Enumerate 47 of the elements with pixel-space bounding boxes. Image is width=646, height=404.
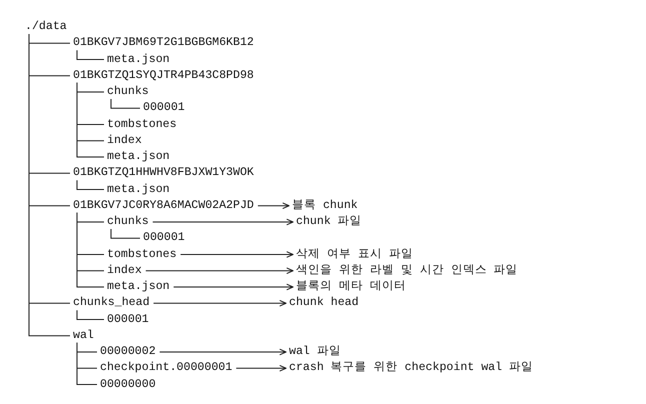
tree-line: [76, 342, 98, 385]
arrow: [159, 348, 286, 356]
tree-entry-label: ./data: [25, 20, 67, 34]
tree-entry-label: 00000000: [100, 378, 156, 392]
annotation-text: crash 복구를 위한 checkpoint wal 파일: [289, 361, 534, 376]
tree-entry-label: meta.json: [107, 150, 170, 164]
tree-entry-label: chunks: [107, 215, 149, 229]
tree-entry-label: chunks_head: [73, 296, 150, 310]
arrow: [153, 300, 286, 307]
tree-entry-label: meta.json: [107, 182, 170, 196]
tree-entry-label: meta.json: [107, 52, 170, 66]
tree-entry-label: 01BKGTZQ1HHWHV8FBJXW1Y3WOK: [73, 166, 254, 180]
arrow: [180, 251, 294, 258]
tree-line: [76, 212, 104, 288]
tree-entry-label: 01BKGV7JBM69T2G1BGBGM6KB12: [73, 36, 254, 50]
arrow: [257, 202, 290, 210]
tree-line: [76, 180, 104, 190]
tree-entry-label: tombstones: [107, 118, 177, 132]
tree-entry-label: meta.json: [107, 280, 170, 294]
annotation-text: wal 파일: [289, 345, 341, 359]
annotation-text: 블록의 메타 데이터: [296, 280, 406, 294]
annotation-text: 삭제 여부 표시 파일: [296, 248, 413, 262]
tree-entry-label: checkpoint.00000001: [100, 361, 232, 376]
tree-entry-label: 000001: [143, 231, 185, 246]
tree-line: [76, 310, 104, 320]
annotation-text: 색인을 위한 라벨 및 시간 인덱스 파일: [296, 264, 518, 278]
tree-entry-label: index: [107, 134, 142, 148]
tree-entry-label: 00000002: [100, 345, 156, 359]
arrow: [145, 267, 294, 274]
arrow: [173, 284, 294, 290]
tree-entry-label: 01BKGV7JC0RY8A6MACW02A2PJD: [73, 198, 254, 213]
tree-entry-label: index: [107, 264, 142, 278]
annotation-text: chunk head: [289, 296, 359, 310]
arrow: [152, 218, 294, 226]
tree-entry-label: wal: [73, 328, 94, 343]
tree-line: [76, 50, 104, 60]
tree-entry-label: 000001: [107, 312, 149, 326]
annotation-text: chunk 파일: [296, 215, 362, 229]
tree-entry-label: tombstones: [107, 248, 177, 262]
tree-entry-label: 01BKGTZQ1SYQJTR4PB43C8PD98: [73, 68, 254, 83]
tree-line: [76, 82, 104, 158]
arrow: [236, 364, 286, 372]
tree-entry-label: 000001: [143, 101, 185, 116]
annotation-text: 블록 chunk: [292, 198, 358, 213]
tree-entry-label: chunks: [107, 85, 149, 99]
tree-line: [110, 228, 140, 239]
tree-line: [110, 98, 140, 109]
